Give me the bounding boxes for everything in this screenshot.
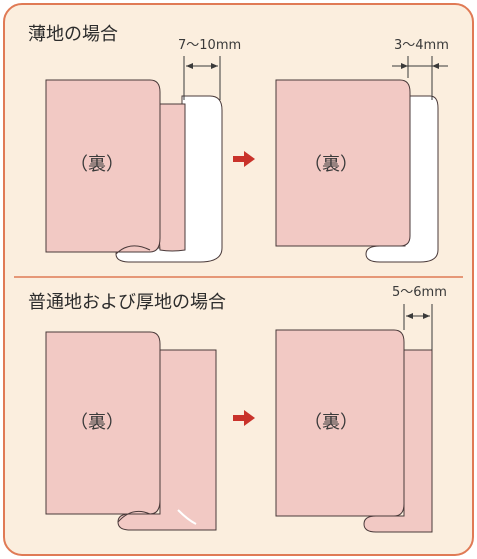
section1-before-dimension: 7〜10mm <box>178 38 241 100</box>
section2-before-figure: （裏） <box>45 331 217 531</box>
fabric-highlight <box>177 509 197 525</box>
right-arrow-icon <box>233 151 255 167</box>
section2-title: 普通地および厚地の場合 <box>28 292 226 313</box>
main-fabric <box>45 331 161 515</box>
section1-after-dimension: 3〜4mm <box>392 38 449 100</box>
fabric-back-label: （裏） <box>304 412 358 433</box>
fold-curve <box>117 510 151 523</box>
fabric-back-label: （裏） <box>70 154 124 175</box>
main-fabric <box>275 79 411 247</box>
main-fabric <box>275 329 405 517</box>
section2-after-dimension: 5〜6mm <box>392 285 447 350</box>
fabric-back-label: （裏） <box>304 154 358 175</box>
right-arrow-icon <box>233 410 255 426</box>
dimension-label: 7〜10mm <box>178 38 241 53</box>
main-fabric <box>45 79 161 253</box>
folded-seam-strip <box>365 95 439 263</box>
section1-after-figure: （裏） <box>275 79 439 263</box>
dimension-label: 3〜4mm <box>394 38 449 53</box>
fold-curve <box>115 245 151 255</box>
section1-title: 薄地の場合 <box>28 24 118 45</box>
section1-before-figure: （裏） <box>45 79 223 263</box>
section2-after-figure: （裏） <box>275 329 433 533</box>
fabric-back-label: （裏） <box>70 412 124 433</box>
dimension-label: 5〜6mm <box>392 285 447 300</box>
